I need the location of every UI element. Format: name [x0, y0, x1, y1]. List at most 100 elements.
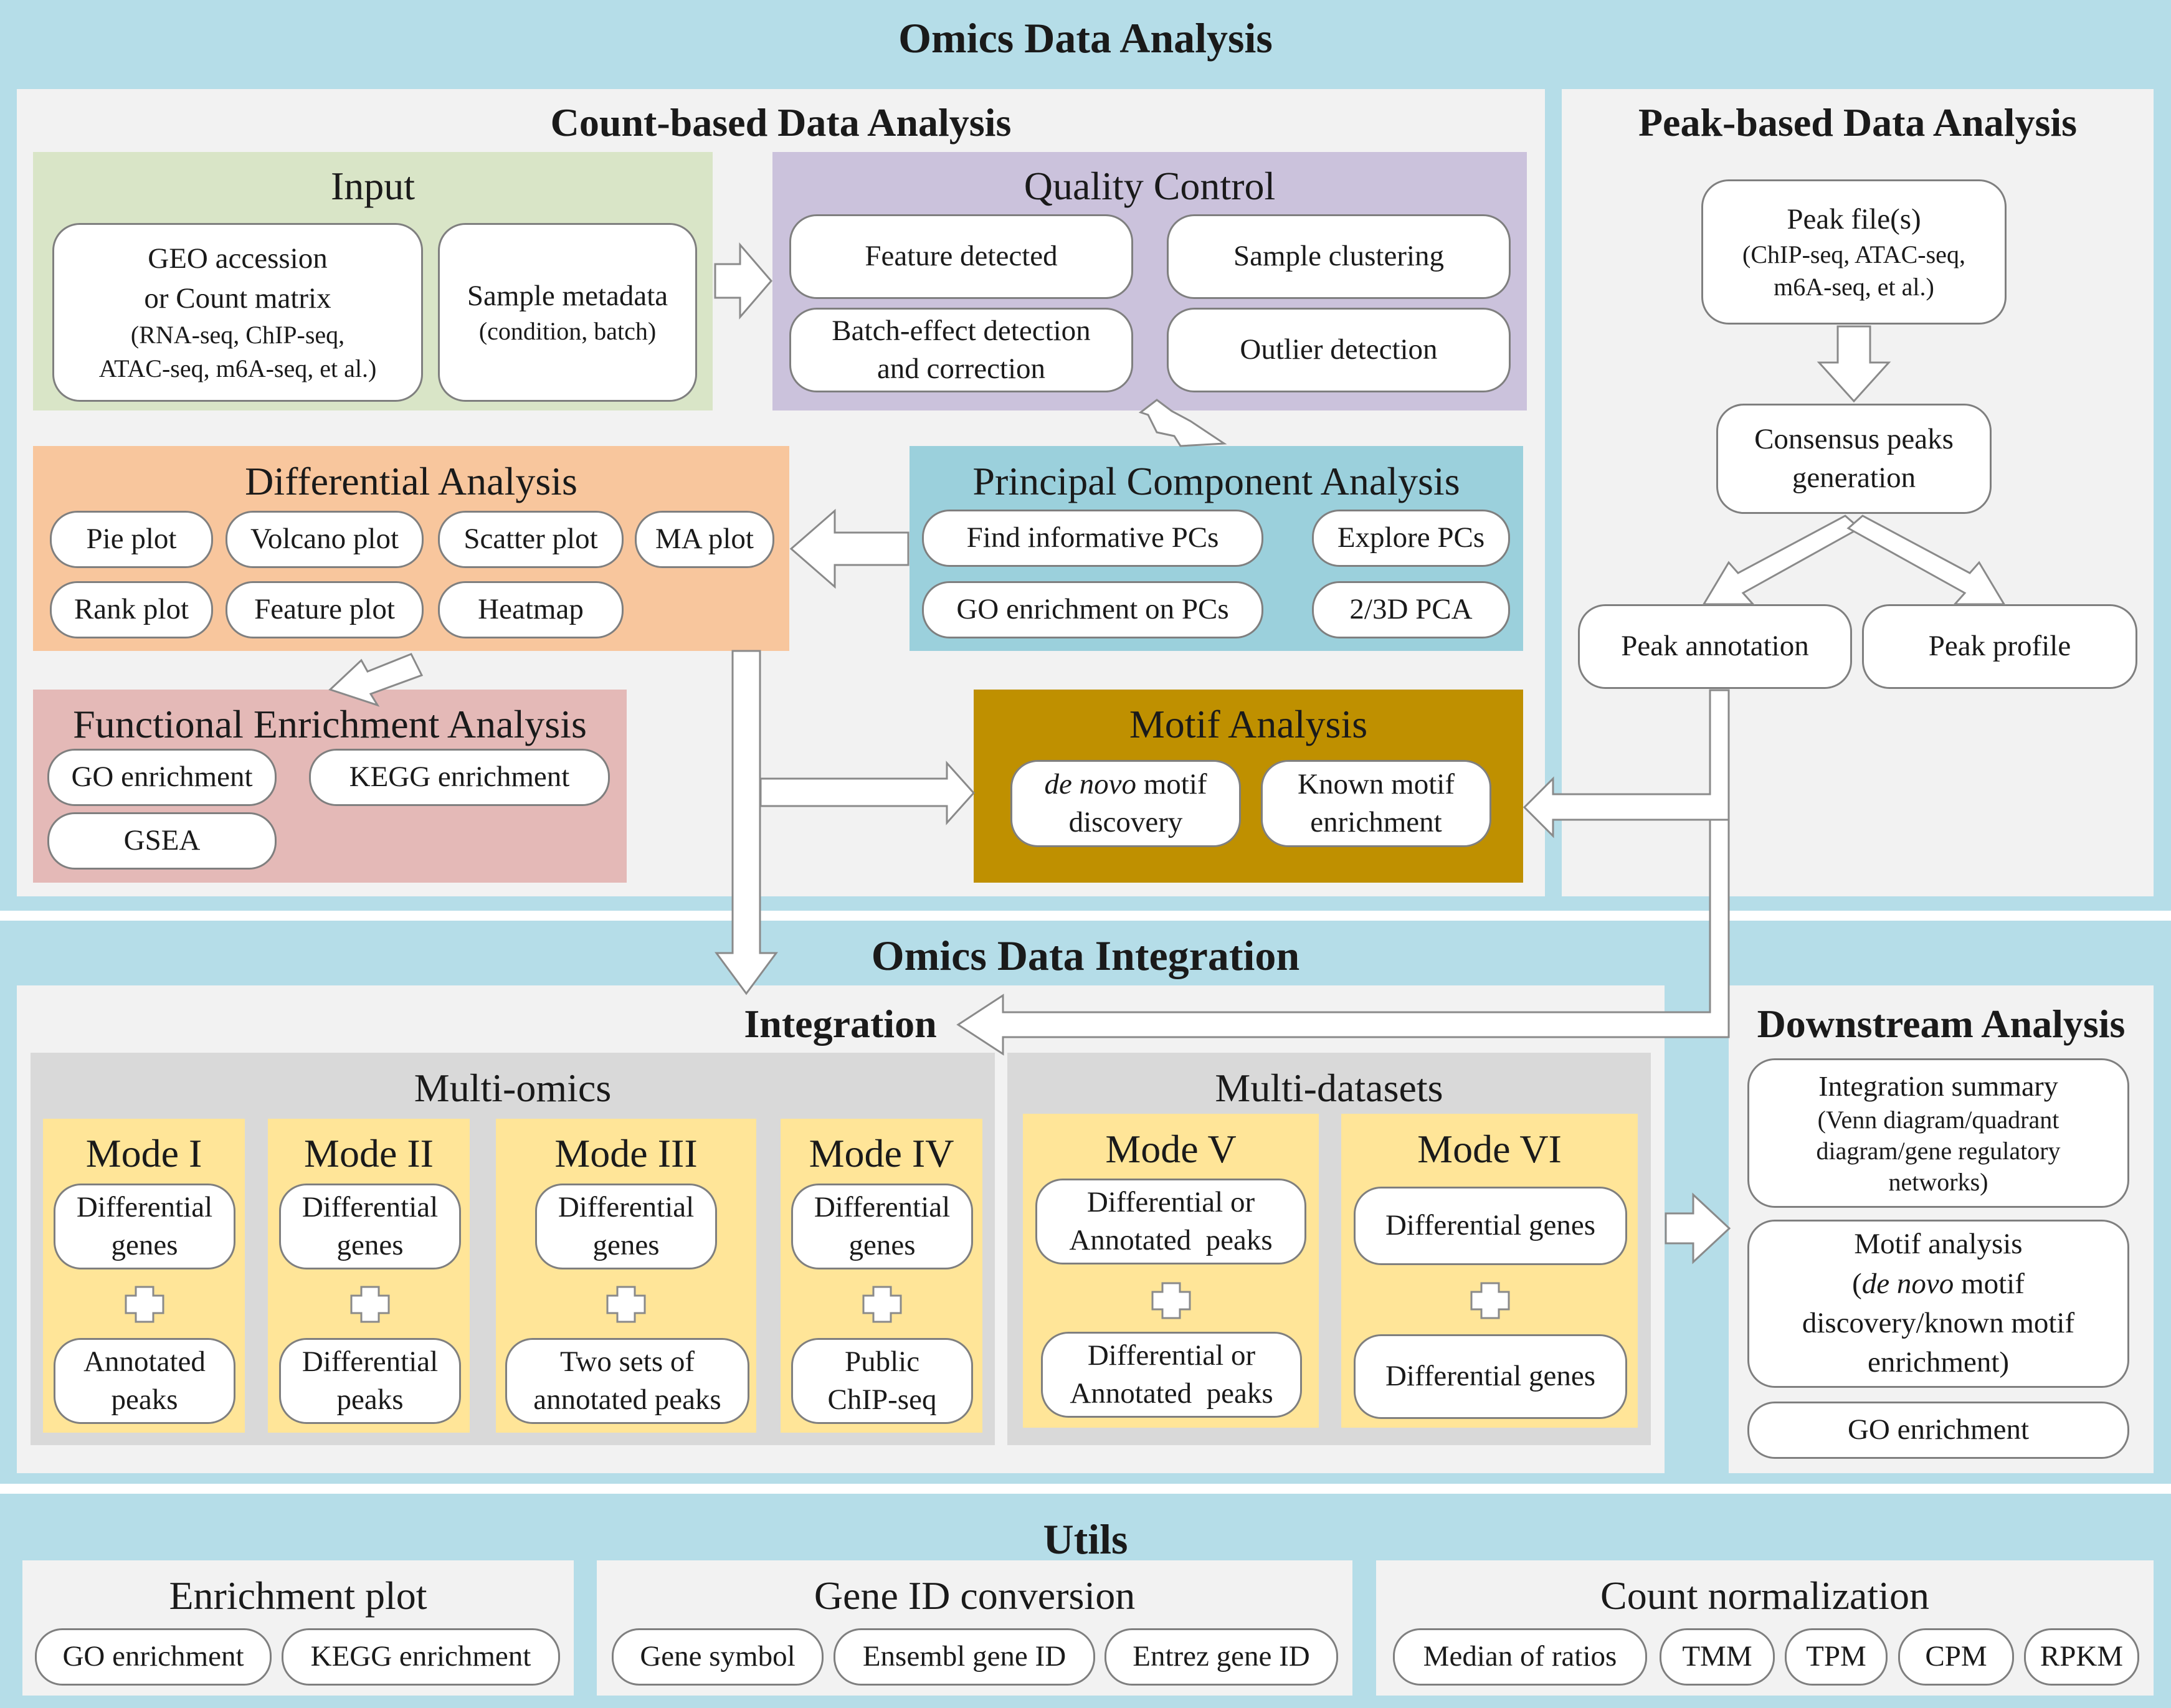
volcano-plot-pill: Volcano plot [226, 511, 424, 568]
batch-line1: Batch-effect detection [832, 314, 1091, 347]
go-enrichment-pcs-pill: GO enrichment on PCs [922, 581, 1263, 638]
explore-pcs-pill: Explore PCs [1312, 510, 1510, 567]
find-informative-pcs-pill: Find informative PCs [922, 510, 1263, 567]
cpm-pill: CPM [1898, 1628, 2014, 1686]
metadata-line2: (condition, batch) [478, 317, 657, 346]
pca-2d3d-pill: 2/3D PCA [1312, 581, 1510, 638]
motif-analysis-title: Motif Analysis [1129, 702, 1368, 746]
denovo-line2: discovery [1068, 806, 1183, 838]
rpkm-pill: RPKM [2024, 1628, 2139, 1686]
downstream-title: Downstream Analysis [1757, 1002, 2126, 1046]
mode-2-bottom-line2: peaks [336, 1383, 404, 1416]
count-based-title: Count-based Data Analysis [550, 100, 1012, 145]
peak-profile-pill: Peak profile [1862, 604, 2137, 689]
geo-line2: or Count matrix [144, 282, 331, 315]
mode-5-bottom-pill: Differential or Annotated peaks [1041, 1332, 1302, 1418]
multi-datasets-title: Multi-datasets [1215, 1066, 1443, 1110]
summary-line3: diagram/gene regulatory [1816, 1136, 2061, 1165]
downstream-motif-line3: discovery/known motif [1802, 1307, 2075, 1339]
downstream-motif-open: ( [1852, 1267, 1862, 1300]
known-motif-pill: Known motif enrichment [1261, 760, 1491, 847]
mode-3-top-line1: Differential [558, 1190, 695, 1223]
peak-files-pill: Peak file(s) (ChIP-seq, ATAC-seq, m6A-se… [1701, 179, 2007, 325]
consensus-line1: Consensus peaks [1754, 423, 1954, 456]
differential-analysis-title: Differential Analysis [245, 459, 577, 503]
tmm-pill: TMM [1660, 1628, 1775, 1686]
consensus-line2: generation [1792, 461, 1916, 494]
gsea-pill: GSEA [47, 812, 277, 870]
mode-3-bottom-line1: Two sets of [559, 1345, 695, 1378]
mode-3-bottom-line2: annotated peaks [533, 1383, 721, 1416]
arrow-peak-to-integration [956, 818, 1730, 1056]
median-of-ratios-pill: Median of ratios [1393, 1628, 1647, 1686]
known-line2: enrichment [1310, 806, 1442, 838]
mode-6-bottom-pill: Differential genes [1354, 1334, 1627, 1419]
kegg-enrichment-pill: KEGG enrichment [309, 749, 610, 806]
mode-1-top-line2: genes [111, 1229, 178, 1261]
mode-2-top-line2: genes [336, 1229, 404, 1261]
peak-files-line2: (ChIP-seq, ATAC-seq, [1742, 240, 1965, 269]
batch-effect-pill: Batch-effect detection and correction [789, 308, 1133, 392]
denovo-rest: motif [1136, 767, 1207, 800]
sample-clustering-pill: Sample clustering [1167, 214, 1511, 299]
mode-3-top-pill: Differential genes [535, 1184, 717, 1269]
mode-2-bottom-pill: Differential peaks [279, 1338, 461, 1424]
summary-line4: networks) [1888, 1167, 1988, 1196]
mode-4-top-line1: Differential [814, 1190, 951, 1223]
mode-4-top-line2: genes [848, 1229, 916, 1261]
mode-2-top-line1: Differential [302, 1190, 439, 1223]
mode-2-bottom-line1: Differential [302, 1345, 439, 1378]
scatter-plot-pill: Scatter plot [438, 511, 624, 568]
mode-1-bottom-line2: peaks [111, 1383, 178, 1416]
integration-subtitle: Integration [744, 1002, 937, 1046]
known-line1: Known motif [1298, 767, 1455, 800]
plus-icon-mode-2 [350, 1286, 390, 1323]
mode-4-title: Mode IV [809, 1131, 954, 1175]
quality-control-title: Quality Control [1024, 164, 1276, 208]
count-normalization-title: Count normalization [1600, 1573, 1929, 1618]
downstream-motif-rest: motif [1954, 1267, 2025, 1300]
gene-id-title: Gene ID conversion [814, 1573, 1136, 1618]
summary-line2: (Venn diagram/quadrant [1817, 1105, 2059, 1134]
mode-5-top-line1: Differential or [1086, 1185, 1255, 1218]
metadata-line1: Sample metadata [467, 279, 668, 312]
enrichment-plot-title: Enrichment plot [169, 1573, 427, 1618]
arrow-qc-to-pca [1138, 399, 1227, 447]
plus-icon-mode-4 [862, 1286, 902, 1323]
pca-title: Principal Component Analysis [972, 459, 1460, 503]
integration-summary-pill: Integration summary (Venn diagram/quadra… [1747, 1058, 2129, 1208]
peak-based-title: Peak-based Data Analysis [1638, 100, 2078, 145]
utils-kegg-enrichment-pill: KEGG enrichment [282, 1628, 560, 1686]
ma-plot-pill: MA plot [635, 511, 774, 568]
input-title: Input [330, 164, 416, 208]
gene-symbol-pill: Gene symbol [612, 1628, 824, 1686]
outlier-detection-pill: Outlier detection [1167, 308, 1511, 392]
downstream-motif-line2: (de novo motif [1852, 1264, 2025, 1304]
mode-4-bottom-line1: Public [844, 1345, 920, 1378]
entrez-gene-id-pill: Entrez gene ID [1105, 1628, 1338, 1686]
peak-annotation-pill: Peak annotation [1578, 604, 1852, 689]
downstream-motif-pill: Motif analysis (de novo motif discovery/… [1747, 1220, 2129, 1388]
geo-line4: ATAC-seq, m6A-seq, et al.) [98, 354, 377, 382]
batch-line2: and correction [876, 353, 1046, 385]
omics-analysis-title: Omics Data Analysis [898, 14, 1273, 62]
summary-line1: Integration summary [1818, 1070, 2058, 1103]
mode-1-bottom-line1: Annotated [83, 1345, 206, 1378]
consensus-peaks-pill: Consensus peaks generation [1716, 404, 1992, 514]
denovo-italic: de novo [1044, 767, 1136, 800]
arrow-diff-to-integration [715, 650, 778, 995]
utils-go-enrichment-pill: GO enrichment [35, 1628, 272, 1686]
geo-line3: (RNA-seq, ChIP-seq, [130, 320, 345, 349]
geo-line1: GEO accession [148, 242, 328, 275]
downstream-motif-italic: de novo [1861, 1267, 1954, 1300]
arrow-consensus-to-profile [1846, 515, 2006, 605]
arrow-diff-to-functional [328, 653, 424, 707]
pie-plot-pill: Pie plot [50, 511, 213, 568]
mode-1-title: Mode I [85, 1131, 202, 1175]
arrow-pca-to-differential [789, 508, 910, 589]
mode-5-top-line2: Annotated peaks [1069, 1224, 1273, 1256]
denovo-line1: de novo motif [1044, 766, 1207, 804]
heatmap-pill: Heatmap [438, 581, 624, 638]
arrow-input-to-qc [714, 242, 772, 320]
